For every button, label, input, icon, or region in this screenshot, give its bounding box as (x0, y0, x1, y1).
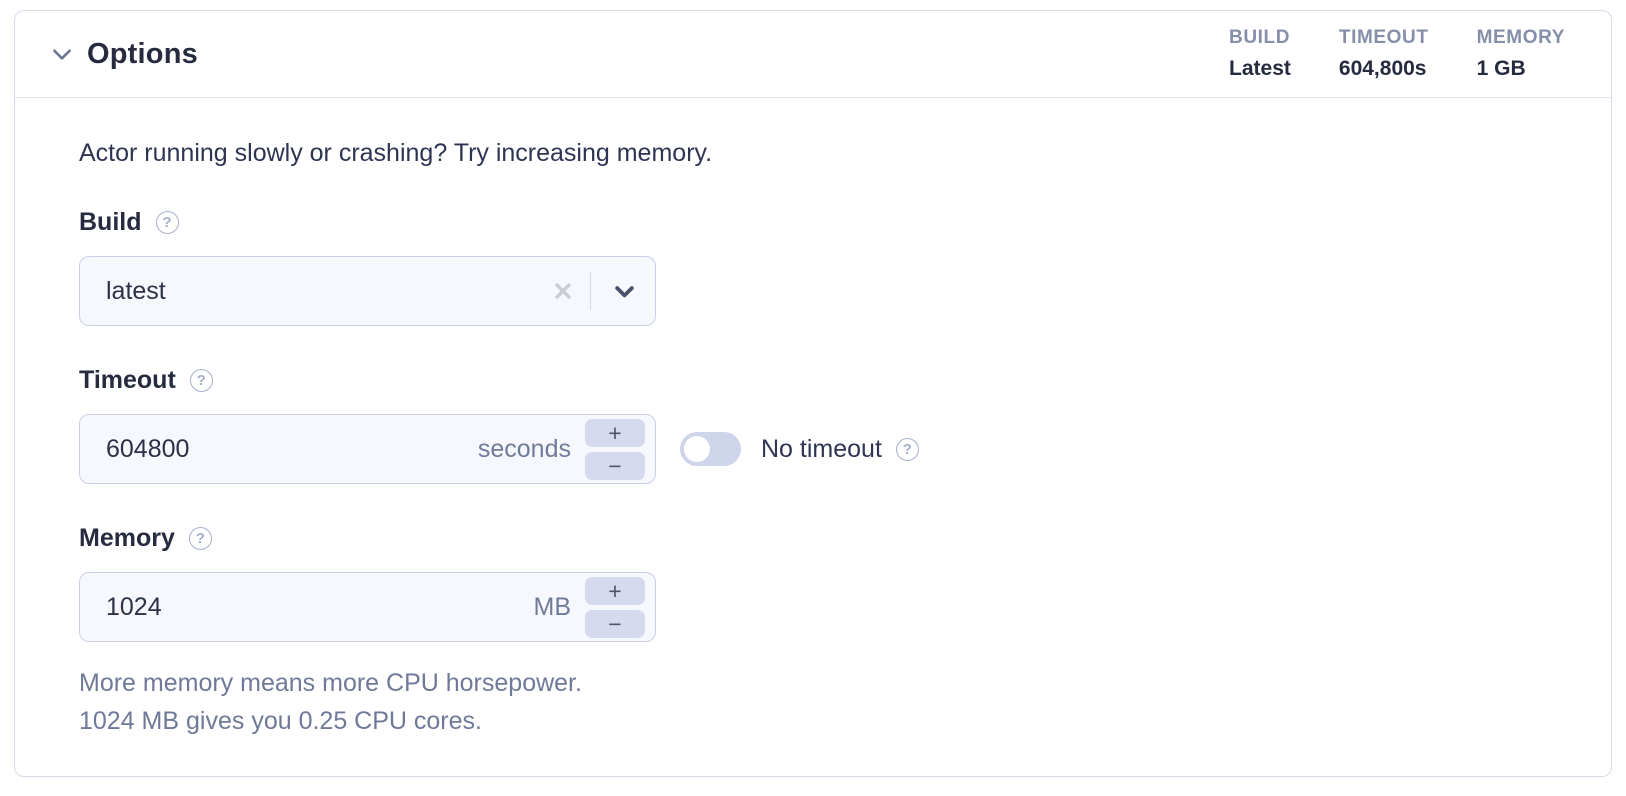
summary-timeout-label: TIMEOUT (1338, 27, 1429, 48)
build-input[interactable] (106, 276, 550, 306)
input-divider (589, 272, 591, 310)
summary-build: BUILD Latest (1229, 23, 1291, 85)
chevron-down-icon (53, 49, 71, 60)
build-help-icon[interactable] (155, 211, 179, 234)
collapse-section-button[interactable] (45, 37, 79, 71)
summary-memory-label: MEMORY (1476, 27, 1565, 48)
memory-label: Memory (79, 524, 175, 552)
timeout-label: Timeout (79, 366, 176, 394)
memory-input[interactable] (106, 592, 534, 622)
memory-helper-line1: More memory means more CPU horsepower. (79, 669, 582, 697)
memory-field: MB + − (79, 572, 656, 642)
memory-stepper: + − (585, 576, 645, 638)
memory-help-icon[interactable] (188, 527, 212, 550)
run-options-summary: BUILD Latest TIMEOUT 604,800s MEMORY 1 G… (1229, 23, 1565, 85)
timeout-row: seconds + − No timeout (79, 414, 1547, 484)
memory-label-row: Memory (79, 524, 1547, 553)
build-label-row: Build (79, 208, 1547, 237)
timeout-help-icon[interactable] (189, 369, 213, 392)
summary-memory-value: 1 GB (1476, 57, 1526, 80)
summary-memory: MEMORY 1 GB (1477, 23, 1565, 85)
options-body: Actor running slowly or crashing? Try in… (15, 98, 1611, 740)
options-panel: Options BUILD Latest TIMEOUT 604,800s ME… (14, 10, 1612, 777)
chevron-down-icon (614, 285, 634, 297)
build-label: Build (79, 208, 142, 236)
toggle-knob (684, 436, 710, 462)
summary-build-value: Latest (1229, 57, 1291, 80)
memory-hint-text: Actor running slowly or crashing? Try in… (79, 139, 713, 167)
timeout-stepper: + − (585, 418, 645, 480)
section-title: Options (87, 37, 198, 70)
memory-increment-button[interactable]: + (585, 576, 645, 605)
timeout-unit: seconds (477, 434, 571, 463)
memory-helper-line2: 1024 MB gives you 0.25 CPU cores. (79, 707, 482, 735)
x-icon (554, 283, 571, 299)
summary-timeout-value: 604,800s (1338, 57, 1427, 80)
timeout-decrement-button[interactable]: − (585, 451, 645, 480)
summary-build-label: BUILD (1229, 27, 1291, 48)
memory-helper-text: More memory means more CPU horsepower. 1… (79, 664, 1547, 740)
timeout-input[interactable] (106, 434, 478, 464)
build-dropdown-button[interactable] (603, 270, 645, 312)
timeout-field: seconds + − (79, 414, 656, 484)
build-select[interactable] (79, 256, 656, 326)
no-timeout-label: No timeout (761, 434, 882, 463)
clear-build-icon[interactable] (550, 278, 576, 304)
no-timeout-toggle[interactable] (680, 432, 741, 466)
memory-decrement-button[interactable]: − (585, 609, 645, 638)
summary-timeout: TIMEOUT 604,800s (1339, 23, 1429, 85)
memory-unit: MB (533, 592, 572, 621)
timeout-label-row: Timeout (79, 366, 1547, 395)
options-header: Options BUILD Latest TIMEOUT 604,800s ME… (15, 11, 1611, 98)
no-timeout-help-icon[interactable] (895, 437, 919, 461)
timeout-increment-button[interactable]: + (585, 418, 645, 447)
